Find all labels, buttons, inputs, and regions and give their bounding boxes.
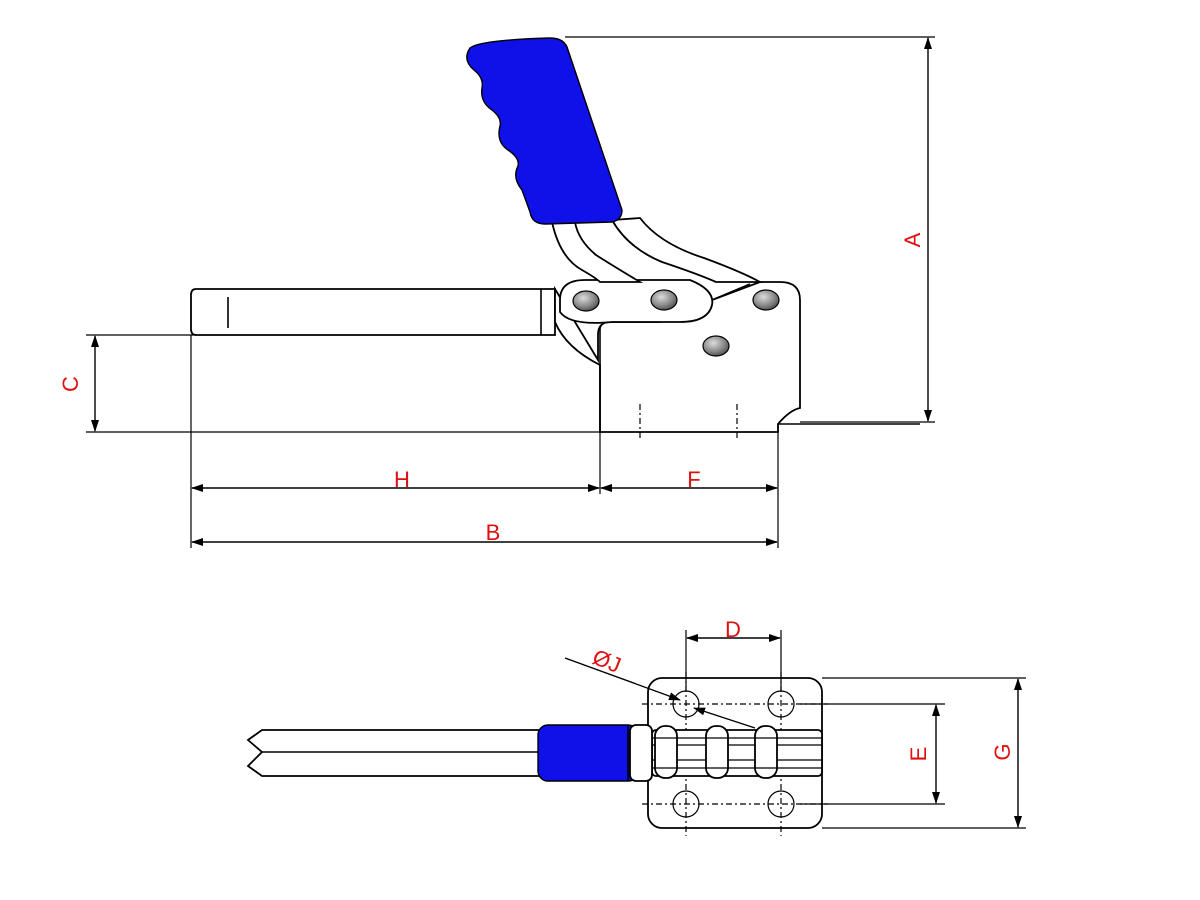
- mount-hole-4: [767, 790, 795, 818]
- label-e: E: [906, 747, 931, 762]
- dimension-e: [800, 703, 945, 805]
- base-hole-markers: [639, 404, 738, 440]
- dimension-a: [565, 36, 935, 423]
- top-view: D ØJ E G: [246, 617, 1026, 836]
- pivot-holes: [572, 289, 780, 357]
- label-b: B: [486, 520, 501, 545]
- label-d: D: [725, 617, 741, 642]
- lever-arm: [550, 217, 764, 283]
- handle-grip-top[interactable]: [537, 724, 653, 782]
- label-f: F: [687, 467, 700, 492]
- label-j: ØJ: [589, 644, 624, 678]
- label-a: A: [900, 232, 925, 247]
- mount-hole-2: [767, 690, 795, 718]
- dimension-extension-lines: [190, 335, 779, 548]
- dimension-j: [564, 657, 756, 729]
- dimension-g: [822, 677, 1026, 829]
- mount-hole-1: [672, 690, 700, 718]
- linkage-arm: [559, 279, 751, 324]
- handle-grip[interactable]: [466, 37, 623, 225]
- dimension-c: [86, 334, 600, 433]
- pivot-hole-1: [572, 290, 600, 312]
- plunger-rod-top: [246, 729, 541, 777]
- mount-hole-3: [672, 790, 700, 818]
- pivot-hole-2: [650, 289, 678, 311]
- side-view: A C H F: [58, 36, 935, 548]
- linkage-top: [651, 725, 823, 779]
- mounting-holes: [672, 690, 795, 818]
- label-g: G: [990, 743, 1015, 760]
- pivot-hole-3: [752, 289, 780, 311]
- pivot-hole-4: [702, 335, 730, 357]
- plunger-bar: [190, 288, 556, 336]
- dimension-d: [685, 630, 782, 690]
- label-h: H: [394, 467, 410, 492]
- label-c: C: [58, 376, 83, 392]
